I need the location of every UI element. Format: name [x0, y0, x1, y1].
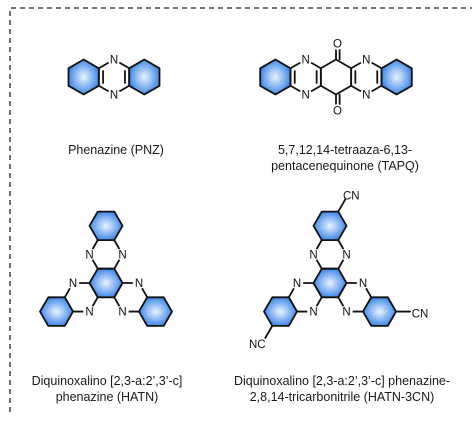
hatn3cn-nitrogen: N — [342, 307, 350, 319]
tapq-benzene-ring-left — [259, 58, 292, 96]
tapq-pyrazine-ring-right-nitrogen: N — [362, 55, 370, 67]
hatn3cn-nitrogen-mask — [307, 305, 320, 318]
tapq-oxygen-bottom-mask — [331, 104, 344, 117]
hatn3cn-nitrogen-mask — [340, 305, 353, 318]
tapq-quinone-ring-bond — [335, 58, 353, 70]
hatn3cn-nitrogen: N — [359, 278, 367, 290]
tapq-oxygen-bottom: O — [333, 106, 342, 118]
hatn3cn-nitrogen-mask — [290, 276, 304, 290]
hatn3cn-benzene-ring — [362, 296, 397, 327]
tapq-quinone-ring-bond — [319, 58, 337, 70]
hatn-nitrogen: N — [85, 249, 93, 261]
tapq-pyrazine-ring-left-nitrogen: N — [302, 90, 310, 102]
hatn-nitrogen: N — [118, 249, 126, 261]
hatn3cn-nitrogen: N — [342, 249, 350, 261]
caption-hatn3cn-line-1: Diquinoxalino [2,3-a:2’,3’-c] phenazine- — [233, 374, 451, 388]
hatn3cn-nitrogen-mask — [356, 276, 370, 290]
hatn3cn-pyrazine-ring-bond — [312, 282, 323, 299]
tapq-pyrazine-ring-right-nitrogen: N — [362, 90, 370, 102]
caption-pnz: Phenazine (PNZ) — [28, 142, 204, 158]
tapq-pyrazine-ring-right-nitrogen-mask — [360, 88, 373, 101]
hatn3cn-nitrogen: N — [309, 249, 317, 261]
hatn3cn-nitrile-bond — [337, 198, 347, 213]
tapq-pyrazine-ring-left-nitrogen-mask — [299, 88, 312, 101]
hatn3cn-nitrogen-mask — [340, 248, 353, 261]
pnz-pyrazine-ring-nitrogen: N — [110, 55, 118, 67]
hatn3cn-nitrogen: N — [293, 278, 301, 290]
hatn-nitrogen-mask — [116, 248, 129, 261]
hatn3cn-nitrile-bond — [264, 324, 274, 339]
caption-tapq-line-1: 5,7,12,14-tetraaza-6,13- — [277, 143, 413, 157]
caption-hatn-line-2: phenazine (HATN) — [55, 390, 159, 404]
hatn-pyrazine-ring-bond — [113, 282, 124, 299]
hatn-nitrogen: N — [85, 307, 93, 319]
pnz-pyrazine-ring-nitrogen-mask — [107, 53, 121, 66]
hatn3cn-nitrogen: N — [309, 307, 317, 319]
tapq-oxygen-top-mask — [331, 37, 344, 50]
hatn-nitrogen-mask — [83, 248, 96, 261]
hatn-benzene-ring — [39, 296, 74, 327]
hatn-nitrogen-mask — [83, 305, 96, 318]
hatn-pyrazine-ring-bond — [88, 282, 99, 299]
caption-tapq: 5,7,12,14-tetraaza-6,13- pentacenequinon… — [248, 142, 442, 174]
hatn-nitrogen-mask — [66, 276, 80, 290]
pnz-benzene-ring-left — [67, 58, 100, 96]
hatn-benzene-ring — [138, 296, 173, 327]
hatn-nitrogen: N — [69, 278, 77, 290]
hatn3cn-benzene-ring — [312, 210, 348, 242]
pnz-benzene-ring-right — [128, 58, 161, 96]
caption-hatn3cn: Diquinoxalino [2,3-a:2’,3’-c] phenazine-… — [212, 373, 472, 405]
hatn-nitrogen-mask — [116, 305, 129, 318]
hatn3cn-cyano-label: CN — [412, 309, 429, 321]
hatn3cn-cyano-label: CN — [343, 190, 360, 202]
hatn3cn-nitrogen-mask — [307, 248, 320, 261]
pnz-pyrazine-ring-nitrogen-mask — [107, 88, 121, 101]
tapq-oxygen-top: O — [333, 39, 342, 51]
tapq-benzene-ring-right — [380, 58, 413, 96]
hatn-nitrogen-mask — [132, 276, 146, 290]
caption-pnz-line-1: Phenazine (PNZ) — [68, 143, 164, 157]
hatn-benzene-ring — [88, 210, 124, 242]
hatn-nitrogen: N — [118, 307, 126, 319]
hatn3cn-pyrazine-ring-bond — [337, 282, 348, 299]
dashed-frame — [9, 7, 472, 412]
tapq-quinone-ring-bond — [319, 84, 337, 96]
tapq-pyrazine-ring-right-nitrogen-mask — [360, 53, 373, 66]
hatn3cn-cyano-label: NC — [249, 339, 266, 351]
hatn3cn-benzene-ring — [263, 296, 298, 327]
tapq-pyrazine-ring-left-nitrogen-mask — [299, 53, 312, 66]
tapq-pyrazine-ring-left-nitrogen: N — [302, 55, 310, 67]
caption-hatn: Diquinoxalino [2,3-a:2’,3’-c] phenazine … — [0, 373, 214, 405]
caption-tapq-line-2: pentacenequinone (TAPQ) — [271, 159, 419, 173]
caption-hatn-line-1: Diquinoxalino [2,3-a:2’,3’-c] — [31, 374, 183, 388]
hatn-nitrogen: N — [135, 278, 143, 290]
pnz-pyrazine-ring-nitrogen: N — [110, 90, 118, 102]
tapq-quinone-ring-bond — [335, 84, 353, 96]
caption-hatn3cn-line-2: 2,8,14-tricarbonitrile (HATN-3CN) — [249, 390, 435, 404]
